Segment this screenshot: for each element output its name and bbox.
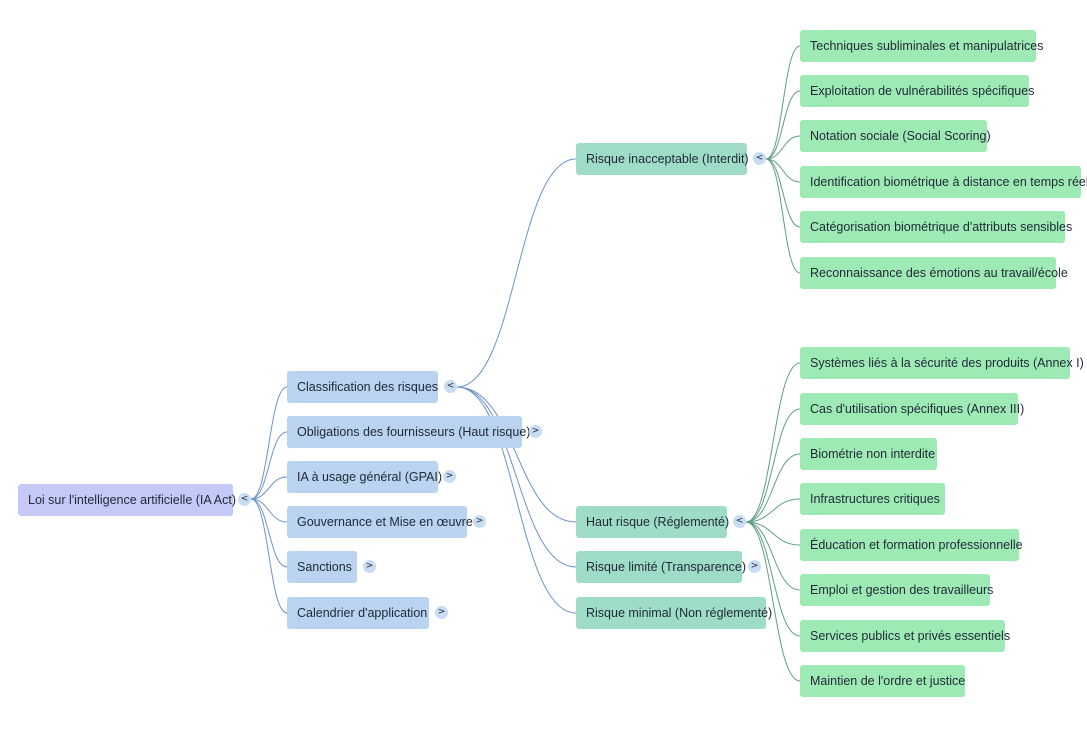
leaf-securite-produits[interactable]: Systèmes liés à la sécurité des produits…: [800, 347, 1084, 379]
leaf-services-essentiels[interactable]: Services publics et privés essentiels: [800, 620, 1010, 652]
link-root-l1-0: [250, 386, 288, 500]
node-ia-usage-general[interactable]: IA à usage général (GPAI): [287, 461, 442, 493]
node-haut-risque[interactable]: Haut risque (Réglementé): [576, 506, 729, 538]
leaf-identification-biometrique[interactable]: Identification biométrique à distance en…: [800, 166, 1087, 198]
link-prohibited-2: [765, 135, 801, 160]
link-classif-l2-2: [456, 386, 577, 568]
link-highrisk-6: [745, 521, 801, 637]
node-risque-inacceptable[interactable]: Risque inacceptable (Interdit): [576, 143, 749, 175]
gouvernance-expand-toggle[interactable]: >: [473, 515, 486, 528]
node-sanctions[interactable]: Sanctions: [287, 551, 357, 583]
classification-collapse-toggle[interactable]: <: [444, 380, 457, 393]
link-prohibited-4: [765, 158, 801, 228]
haut-risque-collapse-toggle[interactable]: <: [733, 515, 746, 528]
link-highrisk-3: [745, 498, 801, 523]
leaf-education-formation[interactable]: Éducation et formation professionnelle: [800, 529, 1023, 561]
link-highrisk-4: [745, 521, 801, 546]
link-root-l1-1: [250, 431, 288, 500]
node-obligations-fournisseurs[interactable]: Obligations des fournisseurs (Haut risqu…: [287, 416, 530, 448]
leaf-biometrie-non-interdite[interactable]: Biométrie non interdite: [800, 438, 937, 470]
leaf-exploitation-vulnerabilites[interactable]: Exploitation de vulnérabilités spécifiqu…: [800, 75, 1034, 107]
link-root-l1-5: [250, 498, 288, 614]
link-prohibited-0: [765, 45, 801, 160]
obligations-expand-toggle[interactable]: >: [529, 425, 542, 438]
root-collapse-toggle[interactable]: <: [238, 493, 251, 506]
link-highrisk-5: [745, 521, 801, 591]
leaf-reconnaissance-emotions[interactable]: Reconnaissance des émotions au travail/é…: [800, 257, 1068, 289]
node-risque-minimal[interactable]: Risque minimal (Non réglementé): [576, 597, 772, 629]
risque-limite-expand-toggle[interactable]: >: [748, 560, 761, 573]
sanctions-expand-toggle[interactable]: >: [363, 560, 376, 573]
link-highrisk-0: [745, 362, 801, 523]
node-risque-limite[interactable]: Risque limité (Transparence): [576, 551, 746, 583]
link-prohibited-5: [765, 158, 801, 274]
gpai-expand-toggle[interactable]: >: [443, 470, 456, 483]
leaf-maintien-ordre[interactable]: Maintien de l'ordre et justice: [800, 665, 965, 697]
inacceptable-collapse-toggle[interactable]: <: [753, 152, 766, 165]
link-classif-l2-3: [456, 386, 577, 614]
leaf-cas-utilisation[interactable]: Cas d'utilisation spécifiques (Annex III…: [800, 393, 1024, 425]
link-root-l1-3: [250, 498, 288, 523]
leaf-categorisation-biometrique[interactable]: Catégorisation biométrique d'attributs s…: [800, 211, 1072, 243]
root-node-ia-act[interactable]: Loi sur l'intelligence artificielle (IA …: [18, 484, 236, 516]
node-calendrier[interactable]: Calendrier d'application: [287, 597, 429, 629]
leaf-notation-sociale[interactable]: Notation sociale (Social Scoring): [800, 120, 991, 152]
link-classif-l2-1: [456, 386, 577, 523]
leaf-emploi-travailleurs[interactable]: Emploi et gestion des travailleurs: [800, 574, 993, 606]
leaf-infrastructures-critiques[interactable]: Infrastructures critiques: [800, 483, 945, 515]
link-highrisk-7: [745, 521, 801, 682]
node-gouvernance[interactable]: Gouvernance et Mise en œuvre: [287, 506, 473, 538]
link-classif-l2-0: [456, 158, 577, 388]
node-classification-risques[interactable]: Classification des risques: [287, 371, 438, 403]
link-highrisk-2: [745, 453, 801, 523]
link-root-l1-2: [250, 476, 288, 500]
calendrier-expand-toggle[interactable]: >: [435, 606, 448, 619]
link-root-l1-4: [250, 498, 288, 568]
link-prohibited-3: [765, 158, 801, 183]
link-highrisk-1: [745, 408, 801, 523]
leaf-techniques-subliminales[interactable]: Techniques subliminales et manipulatrice…: [800, 30, 1043, 62]
link-prohibited-1: [765, 90, 801, 160]
